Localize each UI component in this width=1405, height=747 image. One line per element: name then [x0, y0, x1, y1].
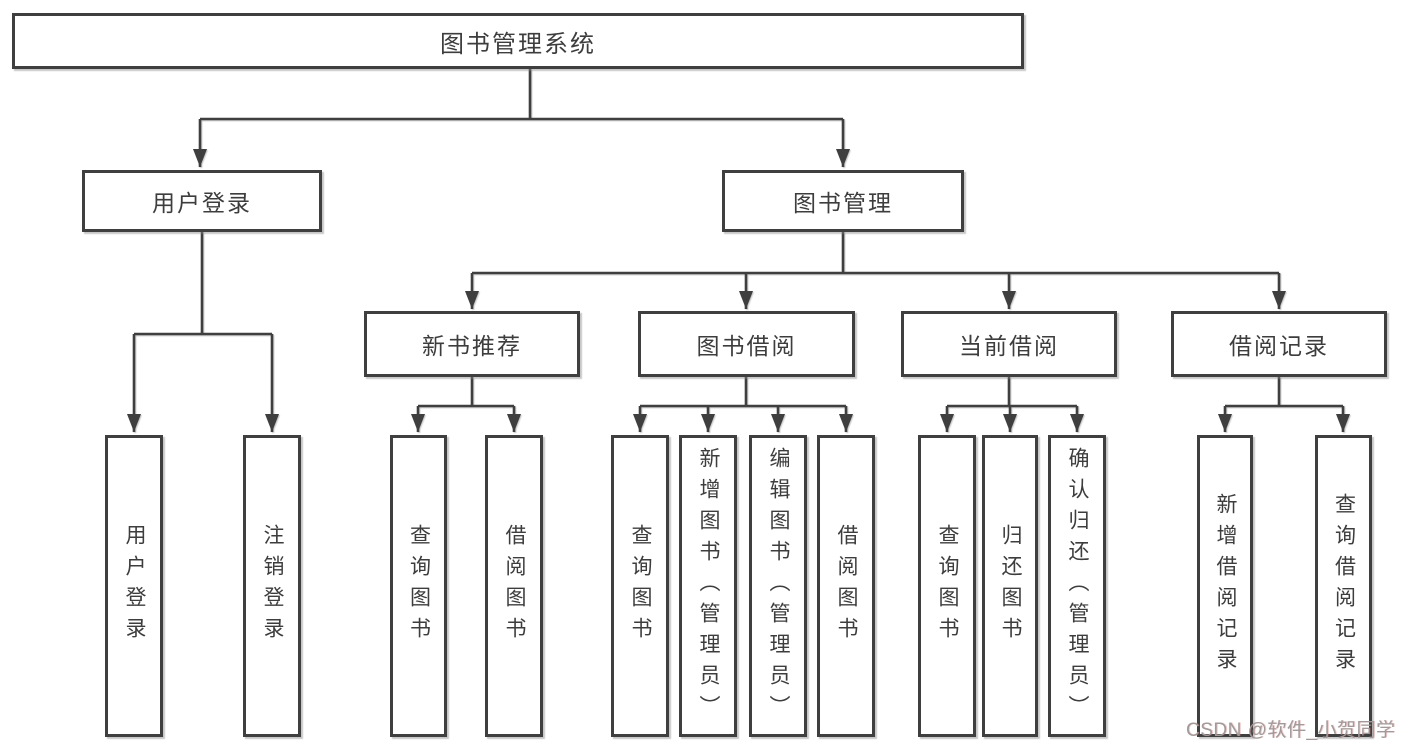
node-borrowing-records: 借阅记录	[1171, 311, 1387, 377]
connector-rails	[134, 69, 1343, 408]
leaf-borrowing-borrow-books: 借阅图书	[817, 435, 875, 737]
csdn-watermark: CSDN @软件_小贺同学	[1186, 720, 1396, 741]
node-label: 查询图书	[936, 524, 959, 648]
node-label: 查询图书	[407, 524, 431, 648]
leaf-current-query-books: 查询图书	[918, 435, 976, 737]
node-new-book-recommendation: 新书推荐	[364, 311, 580, 377]
node-user-login: 用户登录	[82, 170, 322, 232]
leaf-records-add-borrow-record: 新增借阅记录	[1197, 435, 1253, 737]
leaf-recommend-borrow-books: 借阅图书	[485, 435, 543, 737]
node-label: 归还图书	[999, 524, 1022, 648]
node-label: 编辑图书（管理员）	[767, 446, 790, 726]
leaf-borrowing-add-books-admin: 新增图书（管理员）	[679, 435, 737, 737]
node-label: 借阅图书	[503, 524, 526, 648]
node-label: 确认归还（管理员）	[1066, 446, 1089, 726]
node-book-management: 图书管理	[722, 170, 964, 232]
node-label: 查询借阅记录	[1332, 493, 1356, 679]
node-label: 借阅记录	[1229, 333, 1329, 359]
node-label: 图书管理	[793, 190, 893, 216]
node-label: 图书借阅	[696, 333, 797, 359]
node-label: 新增借阅记录	[1214, 493, 1237, 679]
node-label: 用户登录	[152, 190, 252, 216]
node-current-borrowing: 当前借阅	[901, 311, 1117, 377]
leaf-borrowing-query-books: 查询图书	[611, 435, 669, 737]
node-label: 借阅图书	[835, 524, 858, 648]
node-label: 新书推荐	[422, 333, 522, 359]
node-label: 用户登录	[123, 524, 146, 648]
leaf-recommend-query-books: 查询图书	[390, 435, 447, 737]
connector-arrows	[127, 119, 1350, 432]
leaf-borrowing-edit-books-admin: 编辑图书（管理员）	[749, 435, 807, 737]
node-label: 注销登录	[261, 524, 284, 648]
leaf-logout-login: 注销登录	[243, 435, 301, 737]
node-library-management-system: 图书管理系统	[12, 13, 1024, 69]
node-book-borrowing: 图书借阅	[638, 311, 855, 377]
node-label: 图书管理系统	[440, 30, 596, 58]
leaf-current-confirm-return-admin: 确认归还（管理员）	[1048, 435, 1106, 737]
node-label: 当前借阅	[959, 333, 1059, 359]
node-label: 查询图书	[629, 524, 652, 648]
leaf-current-return-books: 归还图书	[982, 435, 1038, 737]
node-label: 新增图书（管理员）	[697, 446, 720, 726]
leaf-user-login: 用户登录	[105, 435, 163, 737]
leaf-records-query-borrow-record: 查询借阅记录	[1315, 435, 1372, 737]
